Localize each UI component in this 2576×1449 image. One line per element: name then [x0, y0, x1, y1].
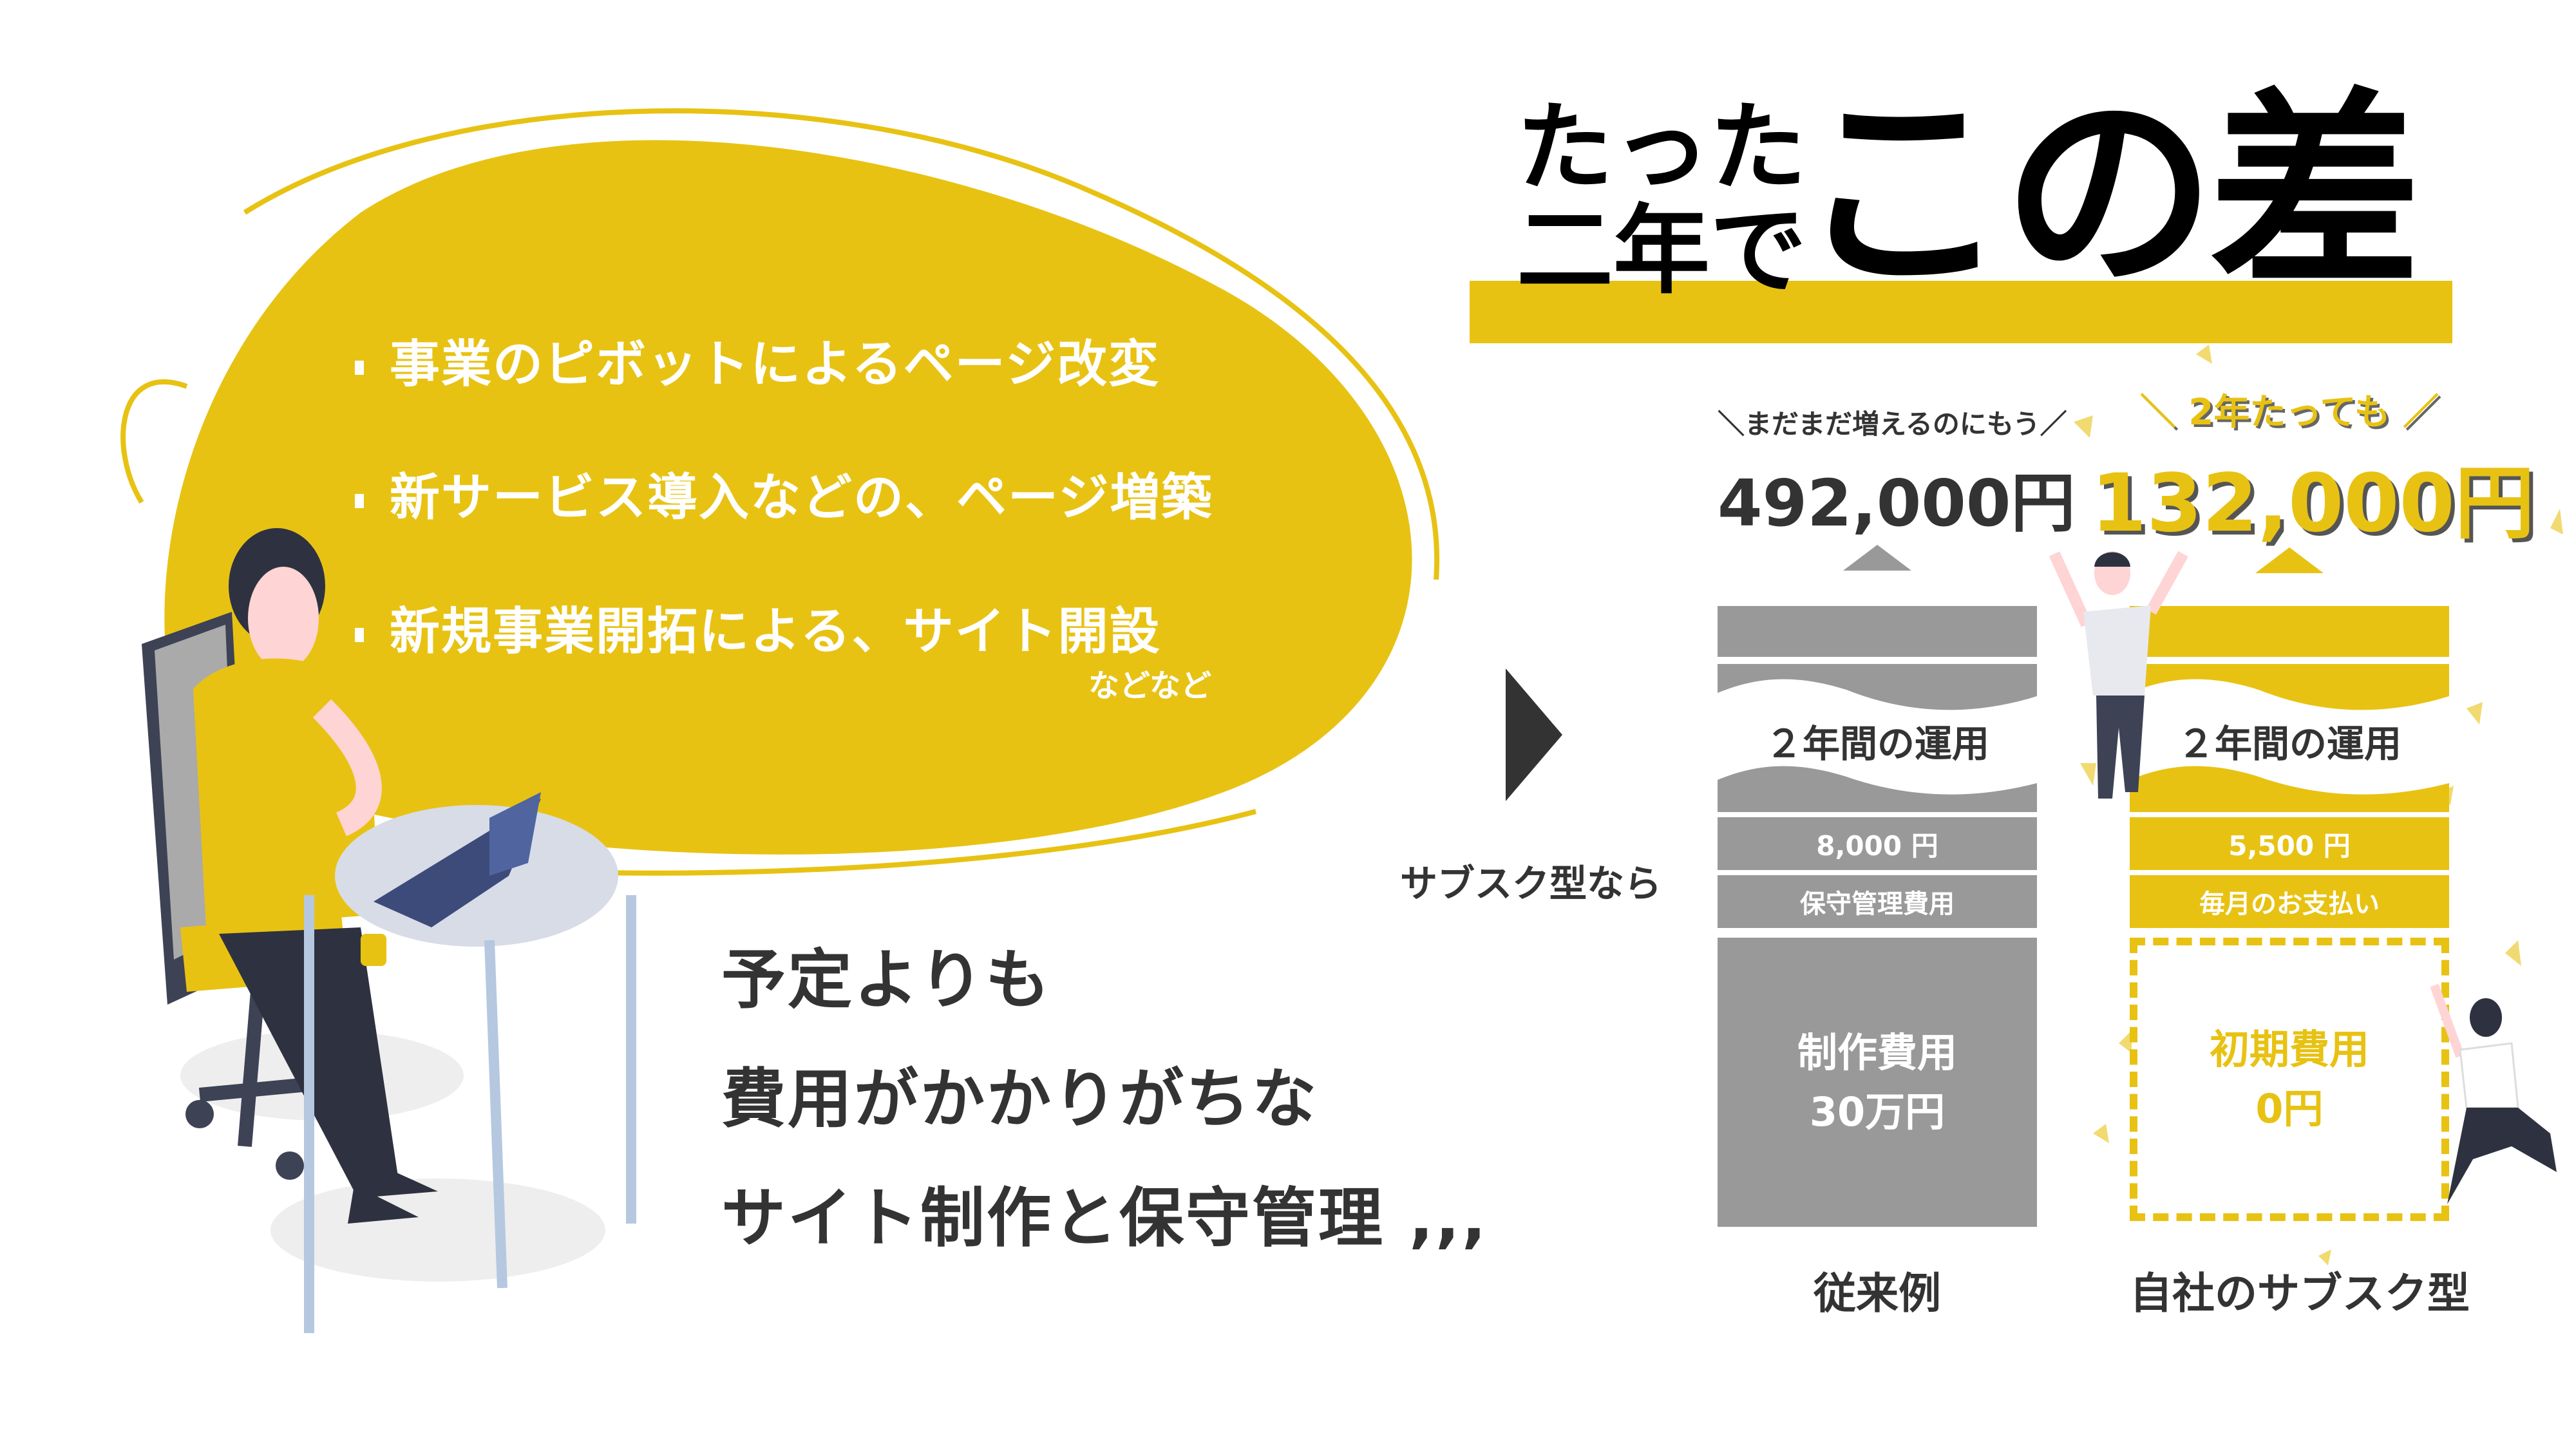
bullet-dot-icon	[355, 627, 364, 642]
headline-big: この差	[1797, 70, 2421, 317]
arrow-caption: サブスク型なら	[1400, 862, 1662, 905]
headline-line2: 二年で	[1517, 195, 1807, 307]
monthly-fee: 8,000 円	[1718, 817, 2037, 870]
conventional-column: ＼まだまだ増えるのにもう／ 492,000円 ２年間の運用 8,000 円 保守…	[1718, 0, 2076, 1449]
column-label: 自社のサブスク型	[2130, 1269, 2470, 1318]
bullet-item: 新サービス導入などの、ページ増築	[355, 457, 1213, 529]
monthly-label: 毎月のお支払い	[2130, 875, 2449, 928]
initial-label: 初期費用	[2209, 1026, 2369, 1073]
bullet-text: 事業のピボットによるページ改変	[390, 336, 1160, 393]
headline-line1: たった	[1517, 92, 1807, 204]
conventional-total: 492,000円	[1718, 466, 2076, 541]
jumping-person-illustration	[2049, 551, 2188, 799]
monthly-fee: 5,500 円	[2130, 817, 2449, 870]
operation-label: ２年間の運用	[1765, 722, 1989, 766]
initial-value: 0円	[2255, 1085, 2324, 1132]
bullet-item: 新規事業開拓による、サイト開設	[355, 591, 1161, 663]
initial-label: 制作費用	[1797, 1028, 1957, 1076]
initial-cost-box: 初期費用 0円	[2130, 938, 2449, 1221]
message-line: サイト制作と保守管理 ,,,	[721, 1180, 1488, 1256]
top-bar	[1718, 606, 2037, 657]
bullets-suffix: などなど	[1088, 668, 1212, 704]
monthly-label: 保守管理費用	[1718, 875, 2037, 928]
bullet-dot-icon	[355, 493, 364, 508]
triangle-up-icon	[2255, 547, 2324, 573]
bullet-text: 新サービス導入などの、ページ増築	[390, 469, 1213, 527]
wave-shape	[2130, 664, 2449, 812]
top-bar	[2130, 606, 2449, 657]
wave-shape	[1718, 664, 2037, 812]
bullet-item: 事業のピボットによるページ改変	[355, 324, 1160, 396]
initial-cost-box: 制作費用 30万円	[1718, 938, 2037, 1227]
jumping-person-illustration	[2430, 983, 2557, 1204]
conventional-tagline: ＼まだまだ増えるのにもう／	[1718, 408, 2067, 440]
message-line: 予定よりも	[721, 942, 1052, 1018]
operation-label: ２年間の運用	[2177, 722, 2401, 766]
subscription-column: ＼ 2年たっても ／ 132,000円 ２年間の運用 5,500 円 毎月のお支…	[2091, 0, 2535, 1449]
column-label: 従来例	[1814, 1269, 1941, 1318]
headline-small: たった 二年で	[1517, 97, 1806, 303]
bullet-text: 新規事業開拓による、サイト開設	[390, 603, 1161, 661]
triangle-up-icon	[1843, 545, 1911, 571]
headline-underline	[1470, 281, 2452, 343]
bullet-dot-icon	[355, 360, 364, 375]
subscription-total: 132,000円	[2091, 457, 2535, 550]
message-line: 費用がかかりがちな	[721, 1061, 1318, 1137]
person-at-desk-illustration	[142, 528, 636, 1333]
subscription-tagline: ＼ 2年たっても ／	[2139, 392, 2439, 433]
initial-value: 30万円	[1809, 1088, 1946, 1135]
arrow-right-icon	[1506, 668, 1562, 801]
